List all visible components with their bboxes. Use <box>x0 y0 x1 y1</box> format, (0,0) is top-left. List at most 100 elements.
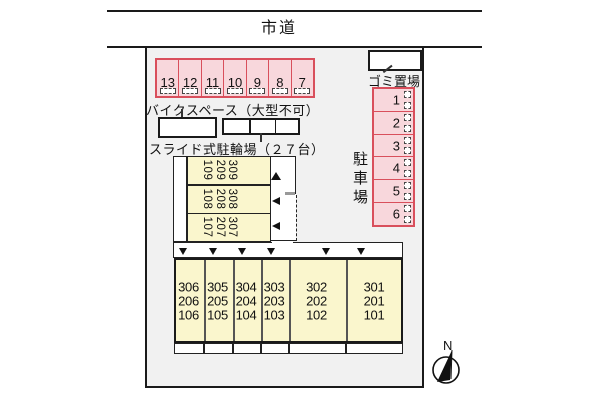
parking-space: 2 <box>374 112 413 135</box>
parking-space: 7 <box>292 60 313 96</box>
room-number: 302 <box>306 279 327 295</box>
unit-number: 308 <box>226 188 238 209</box>
wheel-stop <box>249 88 266 94</box>
entrance-arrow-down-icon <box>321 248 330 255</box>
garbage-box <box>368 50 422 71</box>
entrance-arrow-down-icon <box>208 248 217 255</box>
room-number: 304 <box>235 279 257 295</box>
row-divider <box>188 212 270 214</box>
unit-divider <box>233 260 235 341</box>
road-line-top <box>107 10 482 12</box>
walkway-dashed-line <box>296 195 297 241</box>
parking-space: 6 <box>374 203 413 225</box>
wheel-stop <box>404 215 411 223</box>
wheel-stop <box>404 147 411 155</box>
wheel-stop <box>404 136 411 144</box>
wheel-stop <box>404 170 411 178</box>
unit-divider <box>289 260 291 341</box>
unit-divider <box>346 260 348 341</box>
divider <box>288 344 290 353</box>
stack-left-walkway <box>173 156 187 242</box>
room-number: 105 <box>207 307 228 323</box>
wheel-stop <box>404 124 411 132</box>
entrance-arrow-down-icon <box>266 248 275 255</box>
bike-space-label: バイクスペース（大型不可） <box>146 103 320 118</box>
parking-space: 13 <box>157 60 180 96</box>
unit-number: 107 <box>201 216 213 237</box>
entrance-arrow-left-icon <box>272 222 280 230</box>
wheel-stop <box>159 88 176 94</box>
divider <box>260 344 262 353</box>
space-number: 3 <box>392 138 400 154</box>
unit-number: 109 <box>201 159 213 181</box>
parking-space: 3 <box>374 135 413 158</box>
compass-north-label: N <box>443 338 452 353</box>
divider <box>249 120 251 133</box>
unit-number: 207 <box>213 216 226 237</box>
room-number: 203 <box>263 293 285 309</box>
room-number: 206 <box>178 293 199 309</box>
unit-number: 209 <box>213 159 226 181</box>
west-unit-stack <box>187 156 271 242</box>
divider <box>345 344 347 353</box>
corridor-opening <box>272 241 293 245</box>
space-number: 12 <box>182 75 198 90</box>
wheel-stop <box>404 159 411 167</box>
space-number: 2 <box>392 115 400 131</box>
unit-number: 309 <box>226 159 238 181</box>
balcony-strip <box>174 343 403 354</box>
wheel-stop <box>182 88 199 94</box>
room-number: 204 <box>235 293 257 309</box>
wheel-stop <box>294 88 311 94</box>
parking-space: 8 <box>269 60 292 96</box>
entrance-arrow-up-icon <box>271 172 281 180</box>
space-number: 11 <box>205 75 220 90</box>
space-number: 5 <box>392 183 400 199</box>
room-number: 202 <box>306 293 327 309</box>
space-number: 13 <box>160 75 175 90</box>
upper-parking-row: 13 12 11 10 9 8 7 <box>155 58 315 98</box>
unit-number: 307 <box>226 216 238 237</box>
unit-number: 208 <box>213 188 226 209</box>
room-number: 106 <box>178 307 199 323</box>
wheel-stop <box>404 182 411 190</box>
room-number: 101 <box>363 307 385 323</box>
parking-lot-label: 駐車場 <box>351 151 368 208</box>
space-number: 1 <box>392 92 400 108</box>
walkway-wall <box>294 156 296 194</box>
bike-space-box <box>158 117 217 138</box>
room-number: 201 <box>363 293 385 309</box>
wheel-stop <box>404 101 411 109</box>
space-number: 7 <box>298 75 306 90</box>
divider <box>274 120 276 133</box>
divider <box>232 344 234 353</box>
road-label: 市道 <box>260 20 297 37</box>
unit-divider <box>204 260 206 341</box>
room-number: 301 <box>363 279 385 295</box>
room-number: 102 <box>306 307 327 323</box>
divider <box>203 344 205 353</box>
entrance-arrow-down-icon <box>178 248 187 255</box>
compass-icon: N <box>432 338 460 384</box>
entrance-arrow-down-icon <box>237 248 246 255</box>
unit-number: 108 <box>201 188 213 209</box>
space-number: 4 <box>392 160 400 176</box>
parking-space: 10 <box>224 60 247 96</box>
garbage-label: ゴミ置場 <box>367 74 420 89</box>
leader-line <box>260 133 262 142</box>
parking-space: 5 <box>374 180 413 204</box>
room-number: 103 <box>263 307 285 323</box>
unit-divider <box>261 260 263 341</box>
room-number: 303 <box>263 279 285 295</box>
main-building <box>174 258 403 343</box>
parking-space: 4 <box>374 157 413 181</box>
room-number: 306 <box>178 279 199 295</box>
wheel-stop <box>204 88 221 94</box>
wheel-stop <box>404 205 411 213</box>
row-divider <box>188 184 270 186</box>
parking-space: 12 <box>179 60 202 96</box>
space-number: 8 <box>276 75 284 90</box>
entrance-arrow-left-icon <box>272 197 280 205</box>
entrance-arrow-down-icon <box>356 248 365 255</box>
